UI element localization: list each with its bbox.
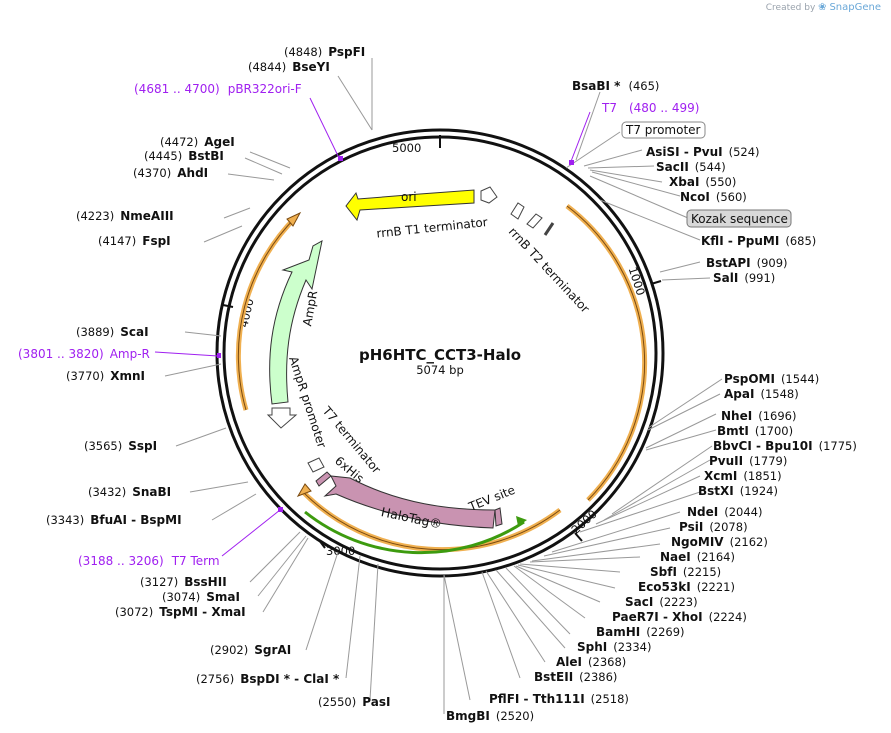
site-pspomi: PspOMI(1544): [724, 372, 819, 386]
snapgene-brand: Created by ❀ SnapGene: [766, 2, 881, 13]
site-ahdi: (4370)AhdI: [133, 166, 208, 180]
feature-ori[interactable]: ori: [345, 189, 475, 222]
site-psii: PsiI(2078): [679, 520, 748, 534]
primer-amp-r: (3801 .. 3820)Amp-R: [18, 347, 150, 361]
svg-text:rrnB T2 terminator: rrnB T2 terminator: [506, 224, 592, 315]
orf-arc-bottom-core: [302, 491, 561, 551]
site-sgrai: (2902)SgrAI: [210, 643, 291, 657]
site-ncoi: NcoI(560): [680, 190, 747, 204]
svg-text:rrnB T1 terminator: rrnB T1 terminator: [376, 215, 489, 241]
primer-mark-t7: [569, 160, 574, 165]
site-snabi: (3432)SnaBI: [88, 485, 171, 499]
primer-t7-term: (3188 .. 3206)T7 Term: [78, 554, 220, 568]
site-bsshii: (3127)BssHII: [140, 575, 227, 589]
site-smai: (3074)SmaI: [162, 590, 240, 604]
primer-pbr322ori-f: (4681 .. 4700)pBR322ori-F: [134, 82, 302, 96]
site-bsabi: BsaBI *(465): [572, 79, 659, 93]
site-pspfi: (4848)PspFI: [284, 45, 365, 59]
site-bstapi: BstAPI(909): [706, 256, 788, 270]
site-nmeaiii: (4223)NmeAIII: [76, 209, 174, 223]
site-bsteii: BstEII(2386): [534, 670, 617, 684]
site-labels-left: (4848)PspFI (4844)BseYI (4472)AgeI (4445…: [46, 45, 390, 709]
site-bstbi: (4445)BstBI: [144, 149, 224, 163]
site-sacii: SacII(544): [656, 160, 726, 174]
leader-lines: [164, 58, 723, 714]
site-ngomiv: NgoMIV(2162): [671, 535, 768, 549]
site-sphi: SphI(2334): [577, 640, 652, 654]
site-sspi: (3565)SspI: [84, 439, 157, 453]
site-bfuai: (3343)BfuAI - BspMI: [46, 513, 182, 527]
primer-labels: (4681 .. 4700)pBR322ori-F T7(480 .. 499)…: [18, 82, 699, 568]
feature-rrnb-t2[interactable]: rrnB T2 terminator: [506, 202, 592, 316]
site-kfli: KflI - PpuMI(685): [701, 234, 816, 248]
site-bspdi: (2756)BspDI * - ClaI *: [196, 672, 340, 686]
site-bseyi: (4844)BseYI: [248, 60, 330, 74]
site-nhei: NheI(1696): [721, 409, 796, 423]
site-ndei: NdeI(2044): [687, 505, 763, 519]
site-bmti: BmtI(1700): [717, 424, 793, 438]
site-labels-right: BmgBI(2520) PflFI - Tth111I(2518) BstEII…: [446, 79, 857, 723]
primer-mark-ampr: [217, 353, 221, 358]
site-fspi: (4147)FspI: [98, 234, 171, 248]
site-paer7i: PaeR7I - XhoI(2224): [612, 610, 747, 624]
site-pasi: (2550)PasI: [318, 695, 390, 709]
site-apai: ApaI(1548): [724, 387, 799, 401]
plasmid-name: pH6HTC_CCT3-Halo: [359, 346, 521, 364]
snapgene-logo-icon: ❀: [818, 2, 827, 13]
plasmid-length: 5074 bp: [416, 363, 464, 377]
primer-mark-pbr322: [338, 156, 343, 161]
site-saci: SacI(2223): [625, 595, 698, 609]
svg-text:ori: ori: [401, 190, 417, 204]
svg-text:AmpR promoter: AmpR promoter: [286, 355, 329, 450]
box-t7-promoter[interactable]: T7 promoter: [621, 121, 706, 139]
site-tspmi: (3072)TspMI - XmaI: [115, 605, 246, 619]
feature-ampr[interactable]: AmpR: [269, 240, 323, 405]
site-pvuii: PvuII(1779): [709, 454, 787, 468]
site-sbfi: SbfI(2215): [650, 565, 721, 579]
tick-label-5000: 5000: [392, 141, 421, 155]
svg-text:3000: 3000: [326, 544, 355, 558]
insert-green-arc: [304, 510, 525, 555]
site-bmgbi: BmgBI(2520): [446, 709, 534, 723]
orf-arc-right-core: [566, 205, 646, 501]
tick-3000: 3000: [318, 539, 355, 558]
primer-mark-t7term: [278, 507, 283, 512]
site-agei: (4472)AgeI: [160, 135, 235, 149]
orf-arrowhead-left: [286, 211, 302, 227]
site-alei: AleI(2368): [556, 655, 626, 669]
site-scai: (3889)ScaI: [76, 325, 149, 339]
site-naei: NaeI(2164): [660, 550, 735, 564]
orf-arrowhead-bottom: [296, 483, 312, 497]
site-bbvci: BbvCI - Bpu10I(1775): [713, 439, 857, 453]
svg-text:AmpR: AmpR: [300, 289, 320, 327]
primer-t7: T7(480 .. 499): [601, 101, 699, 115]
site-pflfi: PflFI - Tth111I(2518): [489, 692, 629, 706]
orf-arc-right: [565, 204, 648, 502]
site-sali: SalI(991): [713, 271, 775, 285]
site-xmni: (3770)XmnI: [66, 369, 145, 383]
site-asisi: AsiSI - PvuI(524): [646, 145, 760, 159]
site-bamhi: BamHI(2269): [596, 625, 685, 639]
site-xbai: XbaI(550): [669, 175, 736, 189]
orf-arc-left-core: [237, 216, 297, 411]
site-eco53ki: Eco53kI(2221): [638, 580, 735, 594]
insert-green-arrowhead: [516, 516, 527, 526]
svg-text:Kozak sequence: Kozak sequence: [691, 212, 788, 226]
svg-text:T7 promoter: T7 promoter: [625, 123, 701, 137]
brand-name: SnapGene: [829, 2, 881, 13]
brand-prefix: Created by: [765, 3, 816, 13]
site-bstxi: BstXI(1924): [698, 484, 778, 498]
primer-markers: [154, 97, 591, 557]
box-kozak-sequence[interactable]: Kozak sequence: [686, 209, 792, 228]
site-xcmi: XcmI(1851): [704, 469, 782, 483]
